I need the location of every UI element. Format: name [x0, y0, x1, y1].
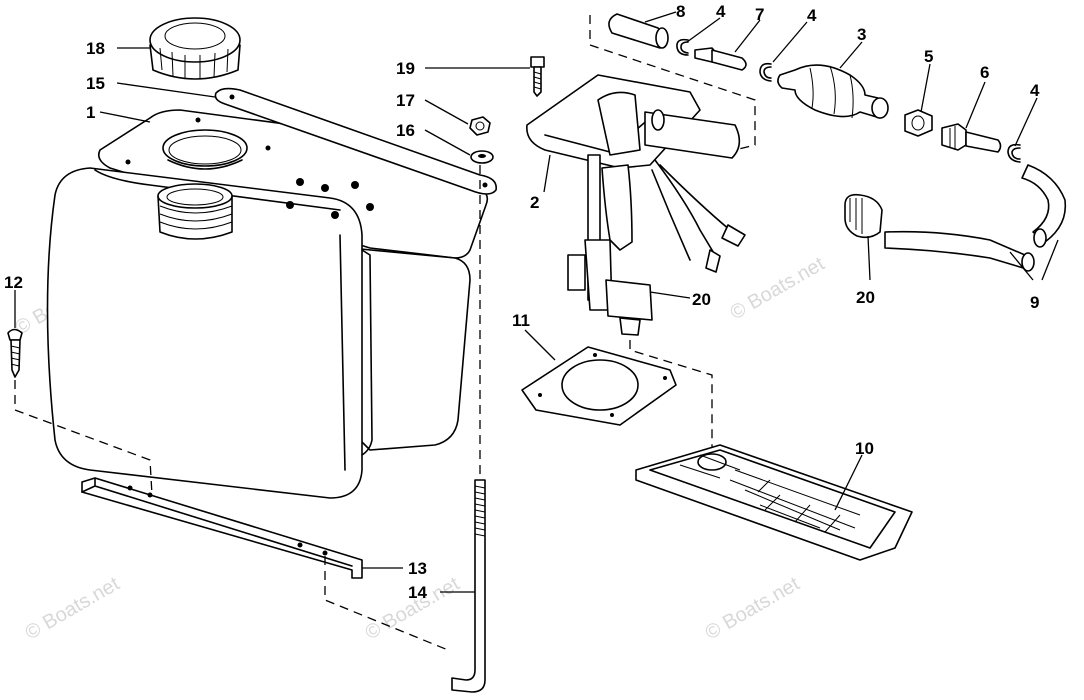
connector-7	[694, 47, 747, 71]
callout-5: 5	[924, 47, 933, 66]
fuel-pickup-assembly	[526, 74, 746, 336]
callout-2: 2	[530, 193, 539, 212]
callout-15: 15	[86, 74, 105, 93]
tie-rod-14	[451, 479, 486, 693]
primer-bulb-3	[777, 64, 889, 119]
callout-14: 14	[408, 583, 427, 602]
clamp-4a	[676, 38, 689, 56]
hold-down-strap	[214, 87, 497, 195]
callout-13: 13	[408, 559, 427, 578]
gasket-11	[521, 346, 677, 426]
watermark: © Boats.net	[22, 573, 124, 645]
callout-3: 3	[857, 25, 866, 44]
callout-18: 18	[86, 39, 105, 58]
callout-17: 17	[396, 91, 415, 110]
callout-19: 19	[396, 59, 415, 78]
callout-16: 16	[396, 121, 415, 140]
callout-20-right: 20	[856, 288, 875, 307]
fuel-cap	[149, 17, 241, 80]
callout-6: 6	[980, 63, 989, 82]
callout-12: 12	[4, 273, 23, 292]
fuel-tank	[46, 109, 489, 499]
hose-8	[608, 13, 669, 49]
fitting-5	[904, 109, 933, 137]
watermark: © Boats.net	[727, 253, 829, 325]
hose-9	[884, 164, 1067, 272]
fitting-6	[941, 123, 1002, 153]
washer-16	[470, 150, 494, 164]
clamp-4c	[1007, 143, 1021, 163]
watermark: © Boats.net	[702, 573, 804, 645]
callout-8: 8	[676, 2, 685, 21]
hose-clamp-20	[844, 193, 883, 239]
filter-screen-10	[635, 444, 913, 561]
callout-4-a: 4	[716, 2, 726, 21]
bracket-13	[81, 477, 363, 579]
callout-11: 11	[512, 311, 530, 330]
tank-top-holes	[125, 117, 374, 219]
callout-20-left: 20	[692, 290, 711, 309]
callout-1: 1	[86, 103, 95, 122]
callout-7: 7	[755, 5, 764, 24]
clamp-4b	[759, 62, 772, 82]
callout-4-b: 4	[807, 6, 817, 25]
bolt-19	[530, 56, 545, 97]
screw-12	[7, 328, 23, 378]
callout-9: 9	[1030, 293, 1039, 312]
callout-4-c: 4	[1030, 81, 1040, 100]
callout-10: 10	[855, 439, 874, 458]
leader-lines	[14, 11, 1059, 593]
callout-numbers: 18 15 1 19 17 16 12 13 14 2 20 11 10 8 4…	[4, 2, 1040, 602]
nut-17	[469, 116, 491, 136]
